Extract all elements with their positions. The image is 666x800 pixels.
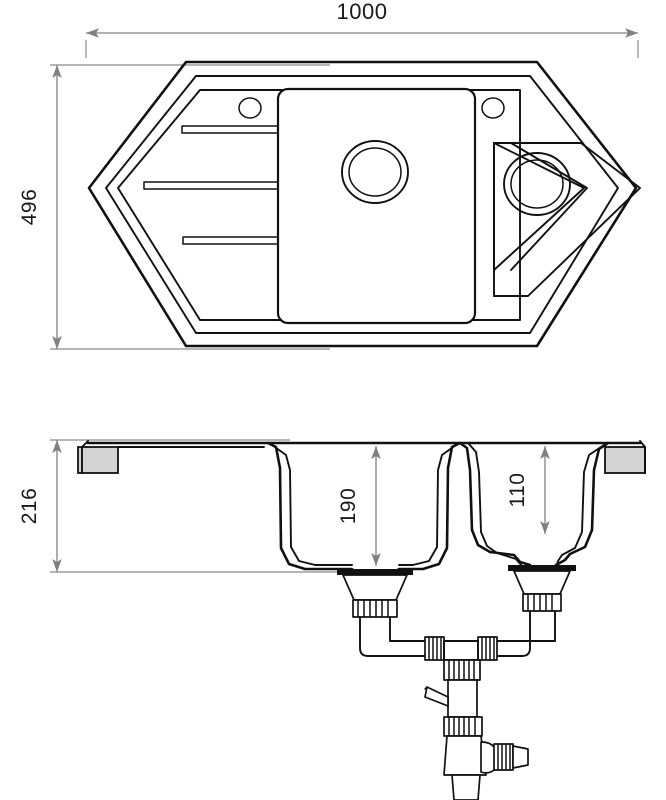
pipe-right-vertical-inner [496, 610, 556, 642]
groove-1 [181, 125, 291, 134]
main-bowl-section-outer-right [391, 441, 462, 576]
sink-outer-outline [87, 60, 638, 348]
top-view-group: 1000 496 [18, 0, 641, 350]
main-bowl-outline [276, 87, 477, 325]
main-drain-funnel [342, 574, 408, 601]
coupling-nut-right [477, 636, 498, 661]
small-bowl-section-right [554, 441, 610, 567]
dim-label-depth: 496 [18, 189, 41, 226]
pipe-left-vertical-inner [389, 616, 426, 642]
tap-hole-left-icon [238, 97, 262, 119]
dimension-main-bowl-190: 190 [337, 446, 381, 566]
side-appliance-connector [480, 741, 529, 774]
pipe-left-vertical [359, 616, 426, 657]
clip-right-body [604, 446, 646, 474]
mounting-clip-right [604, 440, 646, 474]
small-drain-funnel [513, 570, 571, 595]
clip-right-bracket [639, 440, 646, 474]
siphon-body-upper [447, 679, 478, 718]
small-drain-flange [508, 565, 576, 571]
sink-inner-rim [105, 75, 619, 334]
right-bowl-drain-icon [503, 152, 571, 216]
dim-label-small-bowl: 110 [506, 473, 529, 508]
main-drain-assembly [337, 569, 413, 618]
front-section-view-group: 216 190 [18, 439, 646, 800]
tee-junction-body [443, 640, 479, 661]
mounting-clip-left [77, 440, 265, 474]
coupling-nut-left [424, 636, 445, 661]
main-drain-flange [337, 569, 413, 575]
tee-nut [443, 659, 481, 681]
clip-left-bracket [81, 440, 89, 474]
dim-label-height: 216 [18, 488, 41, 525]
pipe-right-vertical [496, 610, 531, 657]
bowl-partition-inner [467, 442, 498, 554]
siphon-outlet-stub [451, 774, 481, 800]
main-bowl-section-inner [271, 444, 353, 566]
drain-piping [359, 610, 556, 800]
small-drain-ribs [522, 593, 562, 612]
top-view-extension-lines [50, 40, 639, 350]
dimension-small-bowl-110: 110 [506, 446, 550, 534]
dimension-width-1000: 1000 [86, 0, 638, 38]
small-bowl-section-left [488, 550, 532, 567]
groove-3 [182, 236, 291, 245]
dimension-depth-496: 496 [18, 65, 62, 349]
main-drain-ribs [352, 599, 398, 618]
siphon-mid-nut [443, 716, 483, 737]
appliance-inlet-spigot [424, 686, 449, 707]
small-drain-assembly [508, 565, 576, 612]
clip-left-body [77, 446, 119, 474]
drainboard-grooves [143, 125, 291, 245]
small-bowl-section-right-inner [555, 444, 605, 569]
main-bowl-section-inner-right [398, 444, 457, 566]
dim-label-width: 1000 [337, 0, 388, 24]
dim-label-main-bowl: 190 [337, 488, 360, 525]
main-bowl-drain-icon [341, 140, 409, 204]
tap-hole-right-icon [481, 97, 505, 119]
groove-2 [143, 181, 291, 190]
front-extension-lines [50, 439, 360, 573]
siphon-body-lower [443, 735, 487, 776]
bowl-partition [458, 441, 492, 554]
right-bowl-rim-diagonal [510, 142, 588, 271]
right-bowl-edge [493, 142, 641, 297]
dimension-height-216: 216 [18, 440, 62, 572]
